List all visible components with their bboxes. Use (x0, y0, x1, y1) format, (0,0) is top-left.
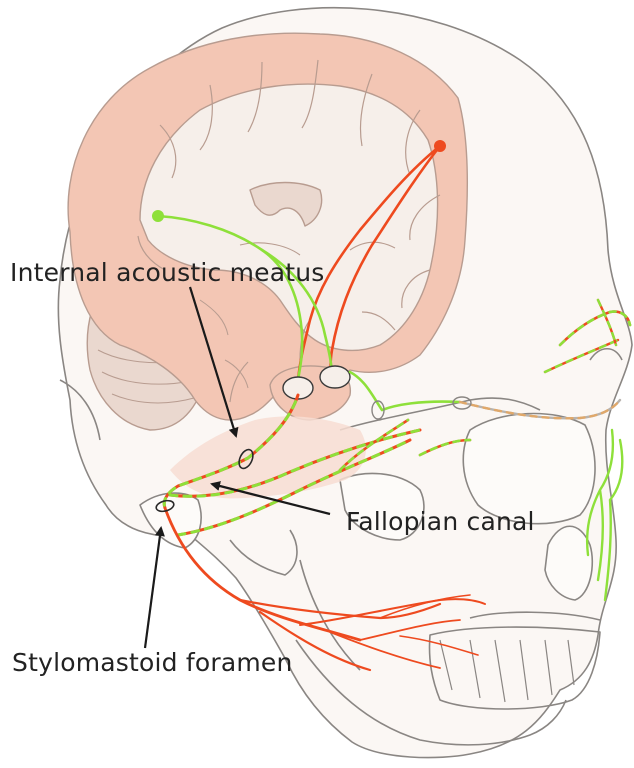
sensory-origin-dot (152, 210, 164, 222)
label-stylomastoid-foramen: Stylomastoid foramen (12, 648, 293, 677)
label-fallopian-canal: Fallopian canal (346, 507, 535, 536)
arrow-stylomastoid-foramen (145, 528, 161, 648)
motor-origin-dot (434, 140, 446, 152)
label-internal-acoustic-meatus: Internal acoustic meatus (10, 258, 325, 287)
nucleus-right (320, 366, 350, 388)
